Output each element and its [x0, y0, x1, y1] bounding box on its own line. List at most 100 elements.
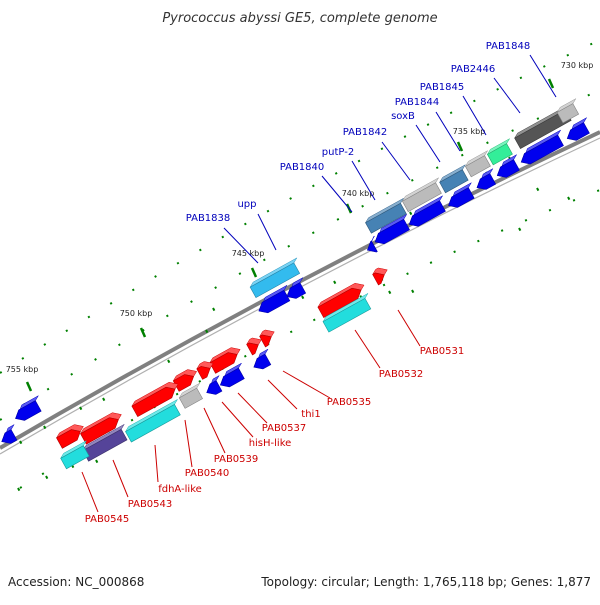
gene-block-pab0543[interactable] [55, 424, 84, 449]
gene-label-top[interactable]: PAB1842 [343, 127, 388, 138]
gene-label-top[interactable]: PAB1848 [486, 41, 531, 52]
gene-shade-8[interactable] [249, 257, 301, 299]
map-decor [0, 39, 600, 489]
gene-rev-5[interactable] [1, 423, 18, 444]
gene-front-face [556, 103, 580, 124]
gene-shade-3[interactable] [486, 137, 513, 166]
gene-rev-1[interactable] [253, 348, 272, 370]
label-leader-line [203, 407, 226, 454]
scale-tick-minor [409, 211, 413, 216]
gene-block-pab0537[interactable] [209, 347, 241, 374]
gene-shade-9[interactable] [322, 292, 372, 333]
gene-front-face [15, 400, 42, 421]
scale-tick-major [139, 327, 147, 338]
gene-block-pab0532[interactable] [317, 282, 365, 319]
label-leader-line [184, 419, 193, 468]
gene-front-face [448, 187, 475, 208]
gene-label-bottom[interactable]: hisH-like [249, 438, 292, 449]
gene-label-bottom[interactable]: PAB0543 [128, 499, 173, 510]
gene-block-pab0540[interactable] [131, 381, 179, 418]
gene-front-face [464, 155, 491, 178]
gene-label-top[interactable]: PAB1845 [420, 82, 465, 93]
gene-label-top[interactable]: putP-2 [322, 147, 354, 158]
gene-front-face [206, 380, 223, 395]
gene-block-pab0531[interactable] [371, 267, 388, 286]
gene-block-pab2446[interactable] [520, 129, 564, 165]
gene-label-bottom[interactable]: thi1 [301, 409, 320, 420]
gene-label-bottom[interactable]: PAB0535 [327, 397, 372, 408]
gene-shade-5[interactable] [438, 164, 469, 194]
gene-front-face [401, 182, 442, 213]
gene-front-face [220, 367, 245, 388]
gene-shade-13[interactable] [178, 382, 203, 409]
gene-label-bottom[interactable]: PAB0545 [85, 514, 130, 525]
scale-label: 735 kbp [453, 127, 486, 136]
label-leader-line [237, 392, 268, 424]
gene-block-pab1844[interactable] [476, 167, 497, 190]
gene-block-pab0539[interactable] [172, 369, 198, 392]
gene-shade-10[interactable] [124, 398, 181, 443]
gene-label-bottom[interactable]: PAB0539 [214, 454, 259, 465]
gene-label-top[interactable]: PAB1840 [280, 162, 325, 173]
label-leader-line [282, 370, 331, 399]
guide-arc-upper [0, 89, 600, 421]
scale-tick-major [250, 267, 258, 278]
gene-label-top[interactable]: soxB [391, 111, 415, 122]
gene-block-upp[interactable] [286, 276, 307, 299]
scale-label: 745 kbp [232, 249, 265, 258]
gene-block-thi1[interactable] [245, 337, 262, 356]
scale-tick-minor [17, 487, 21, 492]
gene-shade-7[interactable] [364, 197, 407, 234]
accession-text: Accession: NC_000868 [8, 575, 144, 589]
gene-front-face [253, 353, 272, 370]
gene-block-putp2[interactable] [374, 213, 410, 245]
gene-block-pab1842[interactable] [408, 195, 446, 227]
gene-shade-2[interactable] [556, 97, 580, 124]
gene-label-bottom[interactable]: PAB0532 [379, 369, 424, 380]
gene-shade-12[interactable] [59, 440, 90, 470]
gene-block-pab0535[interactable] [258, 329, 275, 348]
label-leader-line [112, 459, 129, 498]
gene-label-top[interactable]: PAB1844 [395, 97, 440, 108]
gene-rev-3[interactable] [206, 374, 223, 395]
gene-front-face [514, 109, 572, 149]
gene-block-pab1838[interactable] [258, 284, 291, 314]
gene-block-hish[interactable] [196, 361, 214, 380]
scale-label: 730 kbp [561, 61, 594, 70]
scale-tick-major [456, 141, 464, 152]
gene-front-face [259, 334, 272, 348]
gene-label-bottom[interactable]: PAB0540 [185, 468, 230, 479]
gene-shade-4[interactable] [464, 149, 491, 178]
gene-label-top[interactable]: upp [237, 199, 256, 210]
gene-label-bottom[interactable]: PAB0531 [420, 346, 465, 357]
gene-block-pab1845[interactable] [496, 153, 520, 178]
scale-label: 750 kbp [120, 309, 153, 318]
gene-rev-4[interactable] [15, 395, 42, 421]
gene-front-face [196, 366, 211, 380]
gene-features [1, 97, 590, 470]
label-leader-line [435, 111, 461, 152]
gene-rev-2[interactable] [220, 362, 245, 388]
gene-label-bottom[interactable]: fdhA-like [158, 484, 202, 495]
gene-label-top[interactable]: PAB2446 [451, 64, 496, 75]
gene-front-face [365, 202, 407, 234]
gene-front-face [258, 289, 291, 314]
label-leader-line [81, 471, 99, 513]
gene-front-face [408, 200, 446, 227]
scale-tick-minor [388, 290, 392, 295]
gene-label-bottom[interactable]: PAB0537 [262, 423, 307, 434]
gene-front-face [1, 429, 18, 444]
gene-front-face [372, 272, 385, 286]
scale-tick-minor [45, 475, 49, 480]
label-leader-line [397, 309, 421, 347]
gene-shade-6[interactable] [401, 177, 442, 213]
scale-tick-minor [95, 459, 99, 464]
gene-shade-11[interactable] [82, 423, 128, 462]
gene-block-pab1848[interactable] [566, 116, 590, 141]
gene-block-pab1840[interactable] [367, 235, 378, 253]
gene-block-soxb[interactable] [448, 182, 475, 208]
label-leader-line [415, 124, 441, 163]
gene-front-face [249, 262, 301, 299]
gene-label-top[interactable]: PAB1838 [186, 213, 231, 224]
